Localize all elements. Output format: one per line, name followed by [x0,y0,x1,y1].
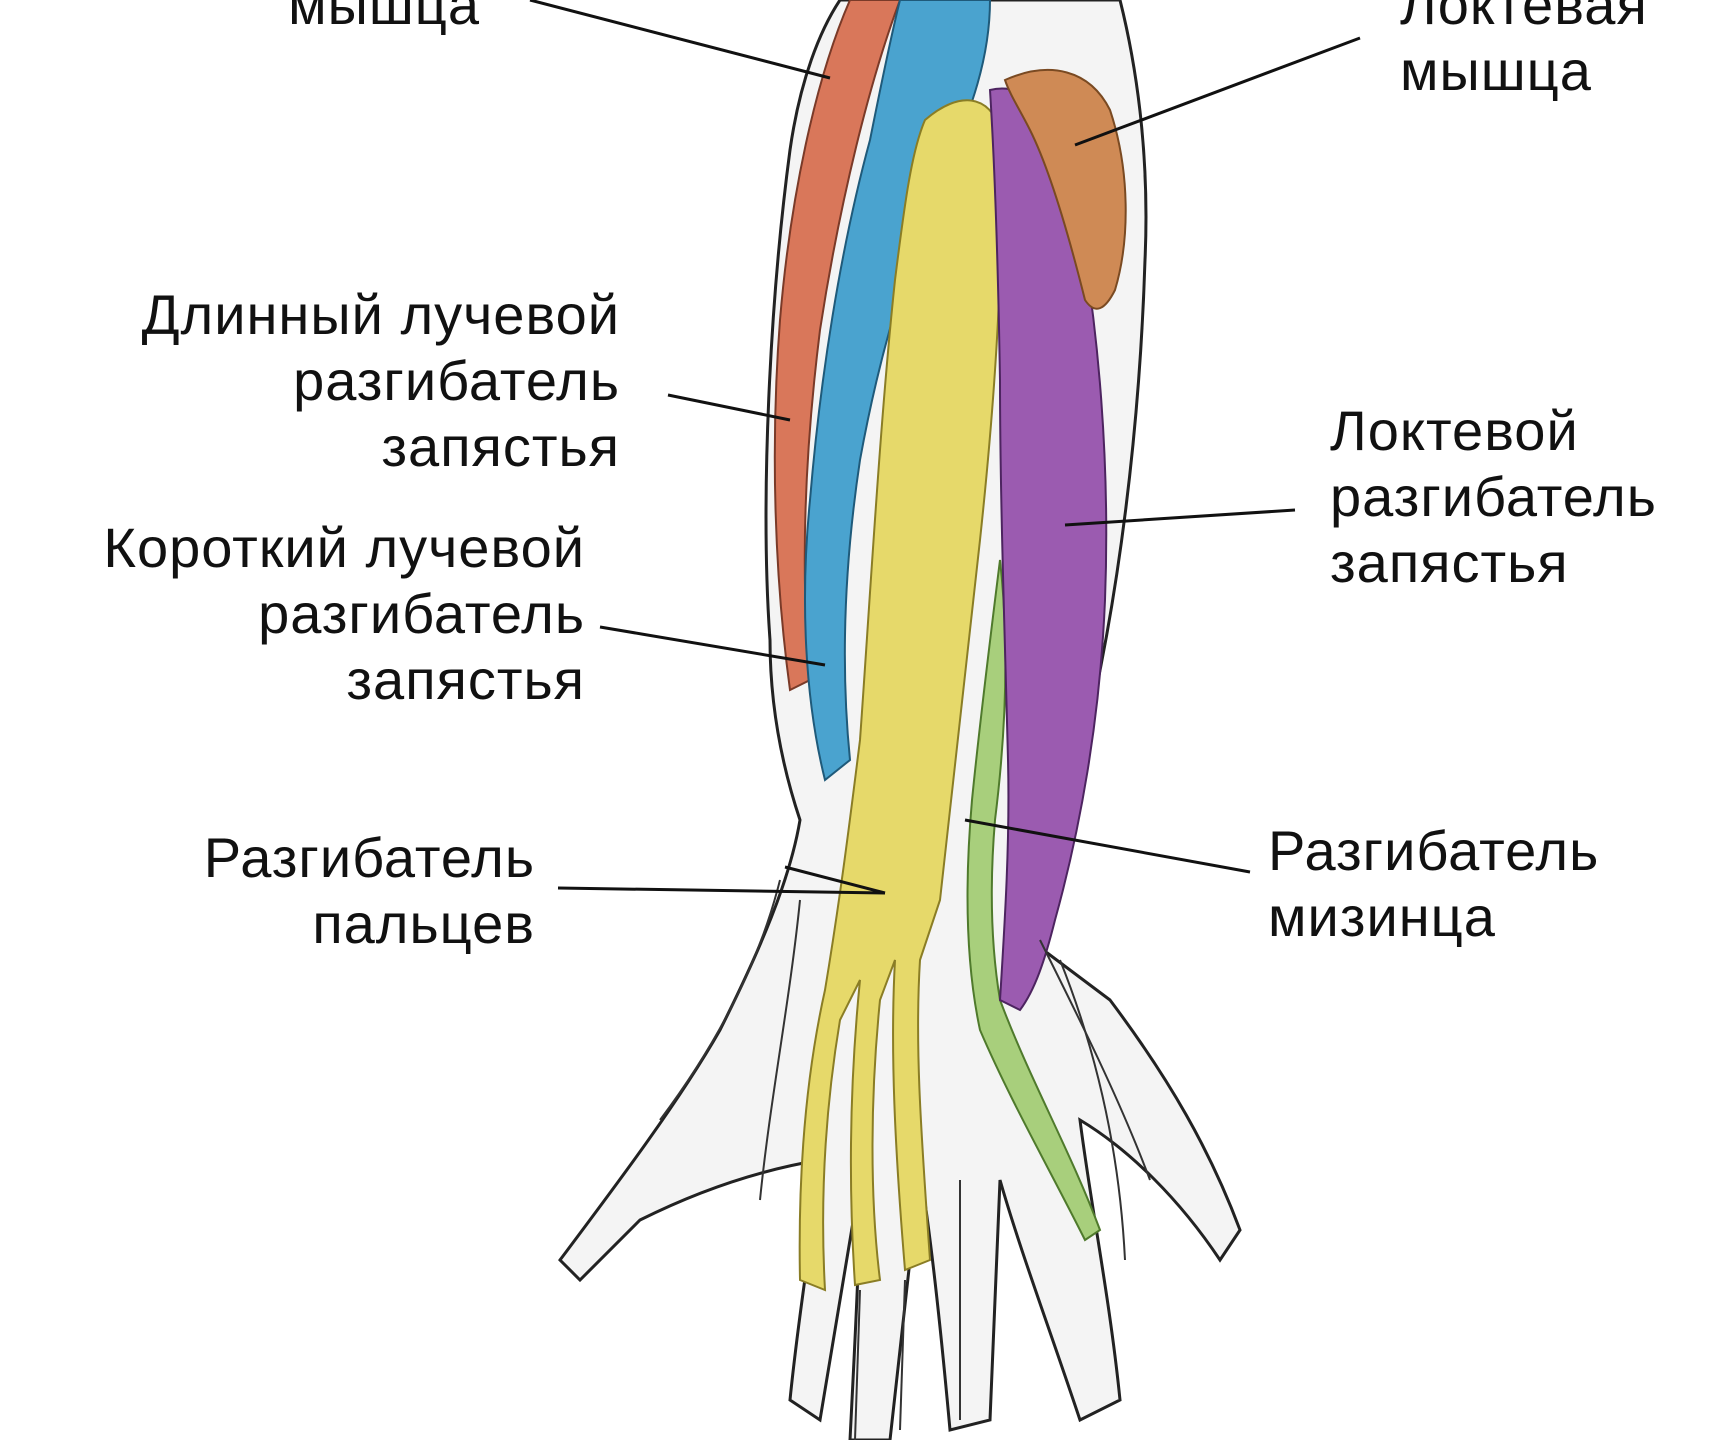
label-ecrl: Длинный лучевой разгибатель запястья [30,282,620,480]
label-ecrb: Короткий лучевой разгибатель запястья [0,515,585,713]
label-ecrl-line3: запястья [30,414,620,480]
label-ecrb-line2: разгибатель [0,581,585,647]
label-edc: Разгибатель пальцев [100,825,535,957]
label-edc-line1: Разгибатель [100,825,535,891]
label-anconeus: Локтевая мышца [1400,0,1648,104]
label-top-left-line1: мышца [240,0,480,38]
label-ecrb-line1: Короткий лучевой [0,515,585,581]
label-edc-line2: пальцев [100,891,535,957]
label-top-left-muscle: мышца [240,0,480,38]
label-edm-line2: мизинца [1268,884,1599,950]
label-ecu-line1: Локтевой [1330,398,1657,464]
label-ecu-line3: запястья [1330,530,1657,596]
label-edm: Разгибатель мизинца [1268,818,1599,950]
leader-top-left [530,0,830,78]
label-edm-line1: Разгибатель [1268,818,1599,884]
label-ecu-line2: разгибатель [1330,464,1657,530]
label-ecu: Локтевой разгибатель запястья [1330,398,1657,596]
label-anconeus-line2: мышца [1400,38,1648,104]
label-ecrl-line1: Длинный лучевой [30,282,620,348]
label-ecrl-line2: разгибатель [30,348,620,414]
label-ecrb-line3: запястья [0,647,585,713]
label-anconeus-line1: Локтевая [1400,0,1648,38]
